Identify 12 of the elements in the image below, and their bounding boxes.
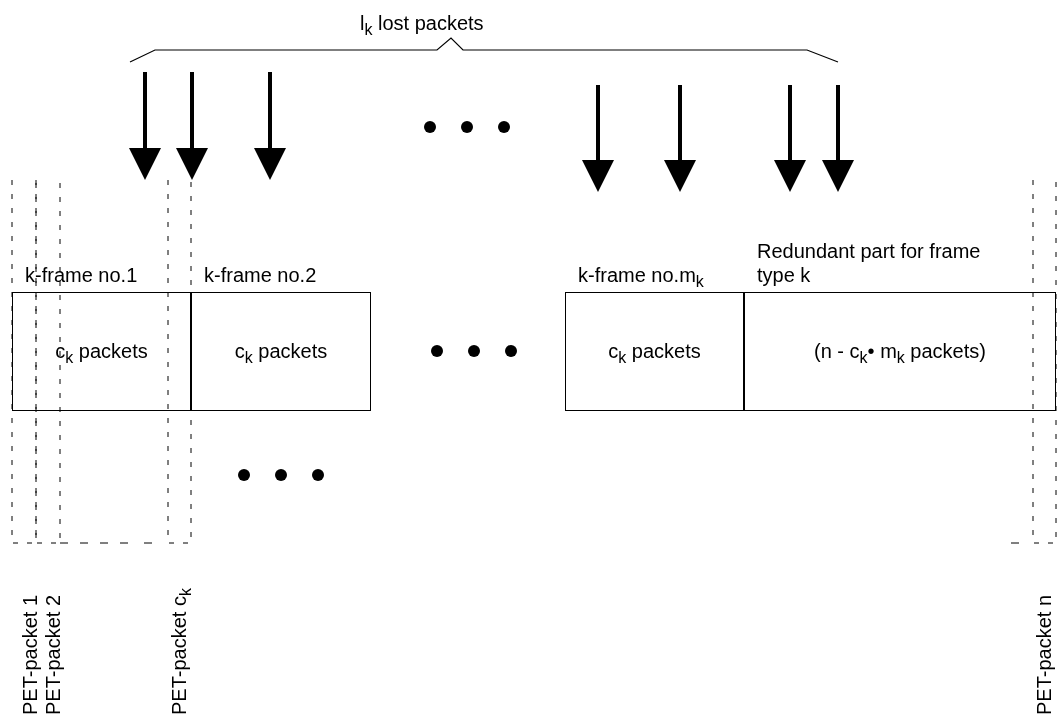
packet-label: PET-packet 1 (19, 594, 41, 715)
packet-label: PET-packet n (1033, 594, 1055, 715)
packet-count: c$_{k}$ packets (55, 340, 148, 363)
packet-count: c$_{k}$ packets (608, 340, 701, 363)
frame-heading: Redundant part for frame type k (757, 239, 982, 287)
packet-label: PET-packet 2 (42, 594, 64, 715)
frame-heading: k-frame no.m$_{k}$ (578, 263, 705, 287)
packet-count: (n - c$_{k}$• m$_{k}$ packets) (814, 340, 986, 363)
frame-heading: k-frame no.2 (204, 263, 318, 287)
frame-heading: k-frame no.1 (25, 263, 139, 287)
packet-count: c$_{k}$ packets (234, 340, 328, 363)
brace-label: l$_{k}$ lost packets (360, 12, 484, 34)
